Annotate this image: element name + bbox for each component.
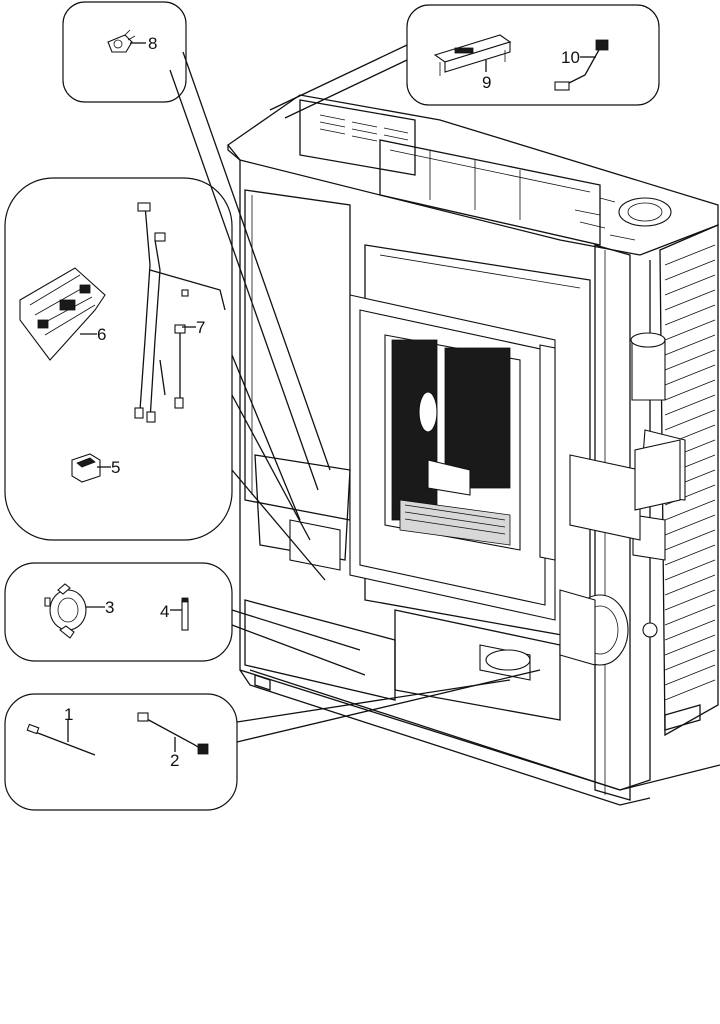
part-4-sensor-rod <box>181 597 189 631</box>
right-side-fins <box>659 224 719 737</box>
callout-label-5: 5 <box>111 458 120 477</box>
stove-door <box>349 294 556 621</box>
top-vent-slots <box>319 114 409 142</box>
callout-group-5-6-7: 6 7 5 <box>4 177 233 541</box>
callout-label-2: 2 <box>170 751 179 770</box>
callout-group-9-10: 9 10 <box>406 4 660 106</box>
part-6-control-board <box>19 267 106 361</box>
combustion-fan <box>559 589 658 666</box>
callout-label-6: 6 <box>97 325 106 344</box>
part-1-probe <box>26 723 96 756</box>
part-5-switch <box>71 453 101 483</box>
part-7-wiring-harness <box>134 202 226 423</box>
part-8-clip <box>107 29 136 53</box>
flue-outlet-top <box>574 197 672 241</box>
callout-label-4: 4 <box>160 602 169 621</box>
part-3-pressure-switch <box>44 583 87 639</box>
part-9-control-panel <box>433 34 512 76</box>
callout-label-1: 1 <box>64 705 73 724</box>
callout-label-10: 10 <box>561 48 580 67</box>
callout-label-8: 8 <box>148 34 157 53</box>
callout-label-3: 3 <box>105 598 114 617</box>
smoke-extractor <box>569 439 681 541</box>
stove-assembly <box>227 94 720 806</box>
leader-lines <box>169 44 541 743</box>
callout-group-3-4: 3 4 <box>4 562 233 662</box>
callout-group-8: 8 <box>62 1 187 103</box>
callout-label-9: 9 <box>482 73 491 92</box>
callout-group-1-2: 1 2 <box>4 693 238 811</box>
callout-label-7: 7 <box>196 318 205 337</box>
part-2-thermocouple <box>137 712 209 755</box>
door-glass-ribs <box>391 339 511 521</box>
